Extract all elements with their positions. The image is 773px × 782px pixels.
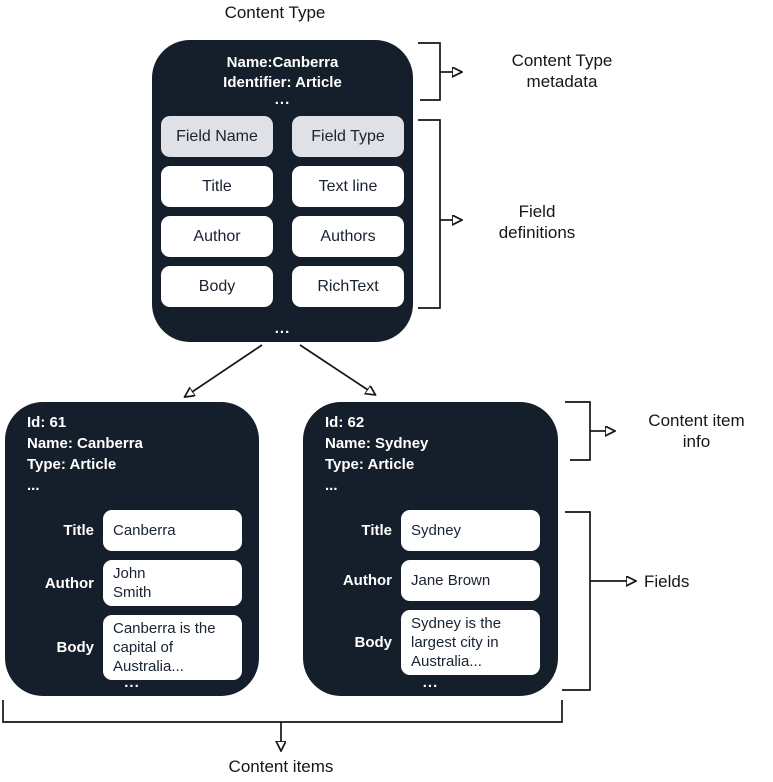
field-definitions-bracket <box>418 119 441 309</box>
fields-bracket <box>562 511 591 691</box>
field-name-header: Field Name <box>161 116 273 157</box>
content-item-box-canberra: Id: 61 Name: Canberra Type: Article ... … <box>5 402 259 696</box>
field-label: Author <box>44 574 94 592</box>
fields-label: Fields <box>644 572 690 591</box>
field-definitions-table: Field Name Field Type Title Text line Au… <box>161 116 404 307</box>
type-to-sydney-arrow-icon <box>299 344 368 390</box>
item-ellipsis: ... <box>124 674 140 691</box>
field-row-author: Author Jane Brown <box>303 560 558 601</box>
field-value: Canberra <box>103 510 242 551</box>
field-value: Canberra is the capital of Australia... <box>103 615 242 680</box>
content-items-bracket <box>2 700 563 723</box>
field-name-cell: Body <box>161 266 273 307</box>
field-row-body: Body Sydney is the largest city in Austr… <box>303 610 558 675</box>
content-type-identifier: Identifier: Article <box>223 74 342 91</box>
field-row-author: Author John Smith <box>5 560 259 606</box>
field-name-cell: Author <box>161 216 273 257</box>
type-to-canberra-arrow-icon <box>192 344 263 392</box>
diagram-title: Content Type <box>224 3 326 22</box>
metadata-ellipsis: ... <box>274 91 291 108</box>
content-item-fields: Title Canberra Author John Smith Body Ca… <box>5 510 259 680</box>
content-item-info-label: Content item info <box>648 411 745 451</box>
metadata-bracket <box>418 42 441 101</box>
content-item-info-text: Id: 61 Name: Canberra Type: Article ... <box>27 414 143 494</box>
fields-ellipsis: ... <box>274 320 291 337</box>
field-type-cell: Text line <box>292 166 404 207</box>
field-label: Title <box>63 522 94 539</box>
field-label: Title <box>361 522 392 539</box>
field-row-title: Title Sydney <box>303 510 558 551</box>
content-type-name: Name:Canberra <box>226 54 339 71</box>
content-item-box-sydney: Id: 62 Name: Sydney Type: Article ... Ti… <box>303 402 558 696</box>
field-label: Body <box>354 634 393 651</box>
field-definitions-label: Field definitions <box>498 202 576 242</box>
content-item-fields: Title Sydney Author Jane Brown Body Sydn… <box>303 510 558 675</box>
field-name-cell: Title <box>161 166 273 207</box>
item-ellipsis: ... <box>422 674 439 691</box>
content-item-info-bracket <box>565 401 591 461</box>
content-item-info-text: Id: 62 Name: Sydney Type: Article ... <box>325 414 429 494</box>
field-value: John Smith <box>103 560 242 606</box>
field-value: Sydney is the largest city in Australia.… <box>401 610 540 675</box>
field-type-cell: Authors <box>292 216 404 257</box>
field-row-body: Body Canberra is the capital of Australi… <box>5 615 259 680</box>
content-items-label: Content items <box>228 757 334 776</box>
field-label: Body <box>56 639 95 656</box>
field-label: Author <box>342 572 392 589</box>
field-value: Jane Brown <box>401 560 540 601</box>
field-type-header: Field Type <box>292 116 404 157</box>
field-value: Sydney <box>401 510 540 551</box>
content-type-box: Name:Canberra Identifier: Article ... Fi… <box>152 40 413 342</box>
field-type-cell: RichText <box>292 266 404 307</box>
field-row-title: Title Canberra <box>5 510 259 551</box>
content-type-metadata-label: Content Type metadata <box>511 51 613 91</box>
